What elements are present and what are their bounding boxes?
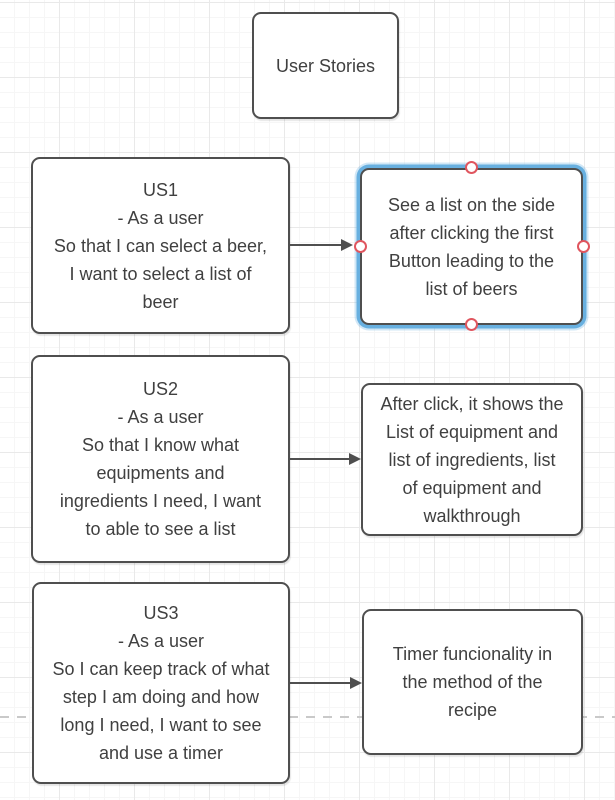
- node-us2-outcome[interactable]: After click, it shows the List of equipm…: [361, 383, 583, 536]
- arrowhead-icon: [341, 239, 353, 251]
- connection-handle-top[interactable]: [464, 160, 478, 174]
- node-us3-outcome-label: Timer funcionality in the method of the …: [392, 644, 553, 720]
- arrow-us1-line[interactable]: [290, 244, 342, 246]
- arrow-us2-line[interactable]: [290, 458, 350, 460]
- node-us2-story[interactable]: US2 - As a user So that I know what equi…: [31, 355, 290, 563]
- arrowhead-icon: [350, 677, 362, 689]
- node-us3-outcome[interactable]: Timer funcionality in the method of the …: [362, 609, 583, 755]
- arrow-us3-line[interactable]: [290, 682, 351, 684]
- node-user-stories-label: User Stories: [275, 55, 376, 76]
- arrowhead-icon: [349, 453, 361, 465]
- node-us1-story[interactable]: US1 - As a user So that I can select a b…: [31, 157, 290, 334]
- node-us1-outcome[interactable]: See a list on the side after clicking th…: [360, 168, 583, 325]
- connection-handle-bottom[interactable]: [464, 318, 478, 331]
- node-us2-story-label: US2 - As a user So that I know what equi…: [59, 379, 262, 539]
- connection-handle-left[interactable]: [353, 240, 367, 253]
- node-us1-story-label: US1 - As a user So that I can select a b…: [53, 179, 268, 312]
- node-us3-story[interactable]: US3 - As a user So I can keep track of w…: [32, 582, 290, 784]
- connection-handle-right[interactable]: [576, 240, 590, 253]
- node-us3-story-label: US3 - As a user So I can keep track of w…: [52, 603, 270, 763]
- node-us1-outcome-label: See a list on the side after clicking th…: [387, 194, 556, 299]
- node-user-stories[interactable]: User Stories: [252, 12, 399, 119]
- node-us2-outcome-label: After click, it shows the List of equipm…: [380, 393, 564, 526]
- page-break-line: [0, 716, 615, 718]
